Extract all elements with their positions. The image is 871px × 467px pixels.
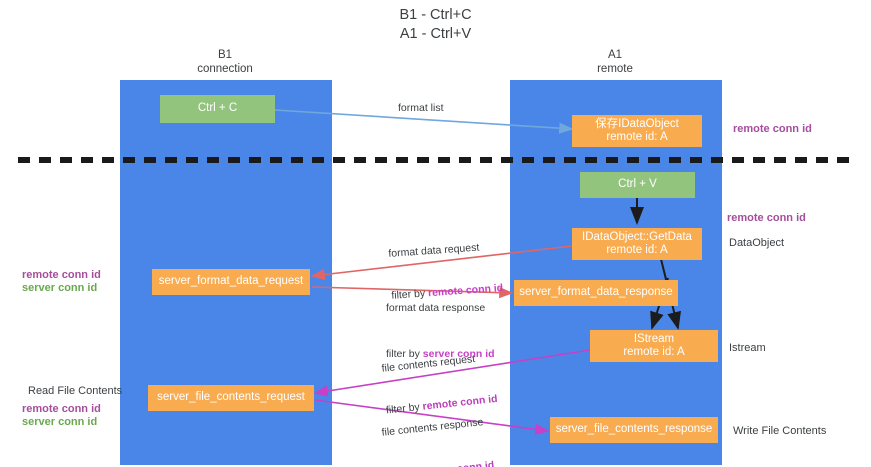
- label-right-dataobject: DataObject: [729, 237, 785, 249]
- lane-header-b1-title: B1: [217, 49, 233, 61]
- label-left-remote-conn-id-mid: remote conn id: [22, 269, 101, 281]
- box-ctrl-c-label: Ctrl + C: [197, 102, 238, 115]
- edge-label-format-list: format list: [398, 101, 444, 115]
- box-ctrl-v-label: Ctrl + V: [618, 178, 657, 191]
- box-getdata-line2: remote id: A: [606, 244, 668, 256]
- box-server-format-data-response[interactable]: server_format_data_response: [514, 280, 678, 306]
- box-getdata-line1: IDataObject::GetData: [582, 230, 692, 243]
- edge-label-format-data-response-line2-plain: filter by: [386, 348, 423, 360]
- edge-label-format-data-response-line2-highlight: server conn id: [422, 348, 495, 360]
- edge-label-format-list-line1: format list: [398, 102, 444, 114]
- box-server-file-contents-response-label: server_file_contents_response: [555, 423, 713, 436]
- page-title: B1 - Ctrl+C A1 - Ctrl+V: [0, 6, 871, 44]
- box-ctrl-v[interactable]: Ctrl + V: [580, 172, 695, 198]
- label-left-read-file-contents: Read File Contents: [28, 385, 123, 397]
- label-right-remote-conn-id-mid: remote conn id: [727, 212, 806, 224]
- lane-header-a1-title: A1: [607, 49, 623, 61]
- label-left-server-conn-id-mid: server conn id: [22, 282, 98, 294]
- page-title-line2: A1 - Ctrl+V: [399, 26, 472, 42]
- box-idataobject-save-line2: remote id: A: [606, 131, 668, 143]
- page-title-line1: B1 - Ctrl+C: [399, 7, 472, 23]
- edge-label-file-contents-request-line1: file contents request: [381, 353, 476, 375]
- label-left-server-conn-id-bottom: server conn id: [22, 416, 98, 428]
- box-server-file-contents-request[interactable]: server_file_contents_request: [148, 385, 314, 411]
- box-server-file-contents-response[interactable]: server_file_contents_response: [550, 417, 718, 443]
- label-left-remote-conn-id-bottom: remote conn id: [22, 403, 101, 415]
- box-ctrl-c[interactable]: Ctrl + C: [160, 95, 275, 123]
- box-server-format-data-response-label: server_format_data_response: [519, 286, 673, 299]
- label-right-remote-conn-id-top: remote conn id: [733, 123, 812, 135]
- box-istream-line2: remote id: A: [623, 346, 685, 358]
- label-right-write-file-contents: Write File Contents: [733, 425, 827, 437]
- edge-label-file-contents-response-line2: filter by server conn id: [386, 458, 495, 467]
- box-istream-line1: IStream: [633, 332, 675, 345]
- edge-label-file-contents-response: file contents response filter by server …: [378, 387, 498, 467]
- edge-label-format-data-request-line1: format data request: [388, 241, 480, 260]
- edge-label-format-data-response-line2: filter by server conn id: [386, 347, 495, 361]
- lane-header-a1-subtitle: remote: [597, 62, 633, 75]
- edge-label-format-data-response-line1: format data response: [386, 302, 486, 314]
- edge-label-format-data-response: format data response filter by server co…: [386, 273, 495, 389]
- lane-header-b1-subtitle: connection: [197, 62, 253, 75]
- edge-label-file-contents-response-line1: file contents response: [381, 416, 484, 439]
- box-server-format-data-request-label: server_format_data_request: [158, 275, 304, 288]
- box-server-file-contents-request-label: server_file_contents_request: [157, 391, 305, 404]
- box-server-format-data-request[interactable]: server_format_data_request: [152, 269, 310, 295]
- label-right-istream: Istream: [729, 342, 766, 354]
- edge-label-file-contents-response-line2-highlight: server conn id: [422, 459, 495, 467]
- box-idataobject-save-line1: 保存IDataObject: [595, 117, 679, 130]
